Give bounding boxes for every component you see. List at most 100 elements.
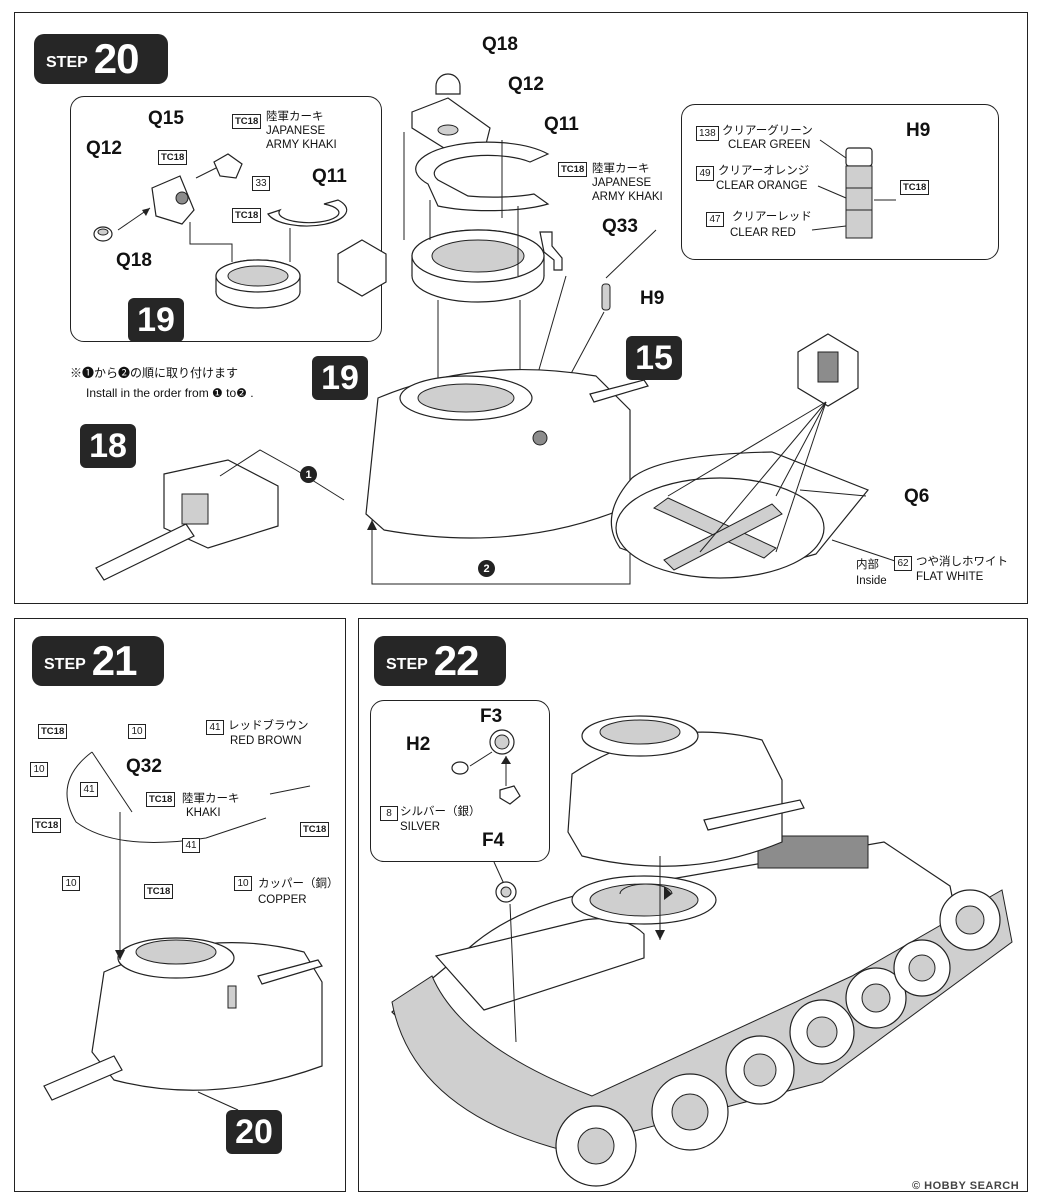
h9-color-2-en: CLEAR ORANGE (716, 180, 808, 192)
gun-mantlet-18 (95, 459, 279, 581)
h9-small-part (601, 283, 611, 311)
inset-q12-label: Q12 (86, 138, 122, 159)
tc18-c: TC18 (146, 792, 176, 807)
khaki-jp: 陸軍カーキ (182, 793, 240, 805)
q18-main (435, 73, 461, 95)
h9-color-1-en: CLEAR GREEN (728, 139, 811, 151)
inset-q15-label: Q15 (148, 108, 184, 129)
q12-label: Q12 (508, 74, 544, 95)
tc18-a: TC18 (38, 724, 68, 739)
num-41-a: 41 (80, 782, 98, 797)
ref-20: 20 (226, 1110, 282, 1154)
h9-box-tc18: TC18 (900, 180, 930, 195)
copper-jp: カッパー（銅） (258, 878, 339, 890)
bracket-f4 (499, 785, 521, 805)
turret-assembled-20 (43, 937, 323, 1101)
h9-large-part (845, 147, 873, 239)
num-10-d: 10 (234, 876, 252, 891)
h9-color-1-jp: クリアーグリーン (722, 125, 813, 137)
ref-15: 15 (626, 336, 682, 380)
inset-q11-crescent (267, 199, 348, 227)
step-number: 21 (91, 637, 138, 684)
num-10-b: 10 (30, 762, 48, 777)
inset-q18-label: Q18 (116, 250, 152, 271)
tc18-e: TC18 (144, 884, 174, 899)
khaki-en: KHAKI (186, 807, 221, 819)
step-word: STEP (44, 656, 86, 673)
h9-box-label: H9 (906, 120, 931, 141)
headlight-on-hull (495, 881, 517, 903)
inside-jp: 内部 (856, 559, 879, 571)
flat-white-en: FLAT WHITE (916, 571, 984, 583)
h9-label: H9 (640, 288, 665, 309)
red-brown-en: RED BROWN (230, 735, 302, 747)
copper-en: COPPER (258, 894, 307, 906)
f4-label: F4 (482, 830, 505, 851)
q33-label: Q33 (602, 216, 638, 237)
headlight-f3 (489, 729, 515, 755)
red-brown-jp: レッドブラウン (228, 720, 309, 732)
step20-badge: STEP 20 (34, 34, 168, 84)
watermark: © HOBBY SEARCH (912, 1180, 1020, 1192)
step-word: STEP (386, 656, 428, 673)
swap-icon-hex (337, 239, 387, 297)
step22-badge: STEP 22 (374, 636, 506, 686)
turret-ring-main (411, 229, 545, 303)
tank-turret (567, 715, 805, 867)
h9-color-2-num: 49 (696, 166, 714, 181)
lens-h2 (451, 761, 469, 775)
num-10-a: 10 (128, 724, 146, 739)
inset-q15-hinge (213, 153, 243, 179)
step22-inset-box (370, 700, 550, 862)
antenna-wire (66, 751, 311, 843)
inset-num-33: 33 (252, 176, 270, 191)
f3-label: F3 (480, 706, 503, 727)
silver-en: SILVER (400, 821, 441, 833)
q33-part (539, 231, 563, 271)
q18-label: Q18 (482, 34, 518, 55)
q32-label: Q32 (126, 756, 162, 777)
step-number: 22 (433, 637, 480, 684)
inset-q18-knob (93, 226, 113, 242)
inset-color-jp: 陸軍カーキ (266, 111, 324, 123)
silver-jp: シルバー（銀） (400, 806, 481, 818)
h9-color-3-jp: クリアーレッド (732, 211, 812, 223)
inset-tc18-b: TC18 (158, 150, 188, 165)
h9-color-3-num: 47 (706, 212, 724, 227)
inset-turret-ring (215, 259, 301, 309)
h9-color-1-num: 138 (696, 126, 719, 141)
step-word: STEP (46, 54, 88, 71)
inside-en: Inside (856, 575, 887, 587)
inset-tc18-c: TC18 (232, 208, 262, 223)
num-41-b: 41 (182, 838, 200, 853)
order-note-jp: ※❶から❷の順に取り付けます (70, 366, 239, 380)
step21-badge: STEP 21 (32, 636, 164, 686)
main-color-en: JAPANESE ARMY KHAKI (592, 177, 663, 203)
ref-19-inset: 19 (128, 298, 184, 342)
order-note-en: Install in the order from ❶ to❷ . (86, 386, 254, 400)
step21-panel (14, 618, 346, 1192)
main-tc18: TC18 (558, 162, 588, 177)
flat-white-num: 62 (894, 556, 912, 571)
h9-color-box (681, 104, 999, 260)
order-marker-2: 2 (478, 560, 495, 577)
flat-white-swatch-icon (797, 333, 859, 407)
order-marker-1: 1 (300, 466, 317, 483)
track-and-wheels (391, 889, 1013, 1187)
silver-num: 8 (380, 806, 398, 821)
inset-q11-label: Q11 (312, 166, 347, 187)
inset-tc18-a: TC18 (232, 114, 262, 129)
h2-label: H2 (406, 734, 431, 755)
h9-color-3-en: CLEAR RED (730, 227, 796, 239)
turret-body-main (365, 368, 649, 539)
inset-color-en: JAPANESE ARMY KHAKI (266, 125, 337, 151)
red-brown-num: 41 (206, 720, 224, 735)
ref-18: 18 (80, 424, 136, 468)
step-number: 20 (93, 35, 140, 82)
flat-white-jp: つや消しホワイト (916, 556, 1008, 568)
main-color-jp: 陸軍カーキ (592, 163, 650, 175)
q11-label: Q11 (544, 114, 579, 135)
